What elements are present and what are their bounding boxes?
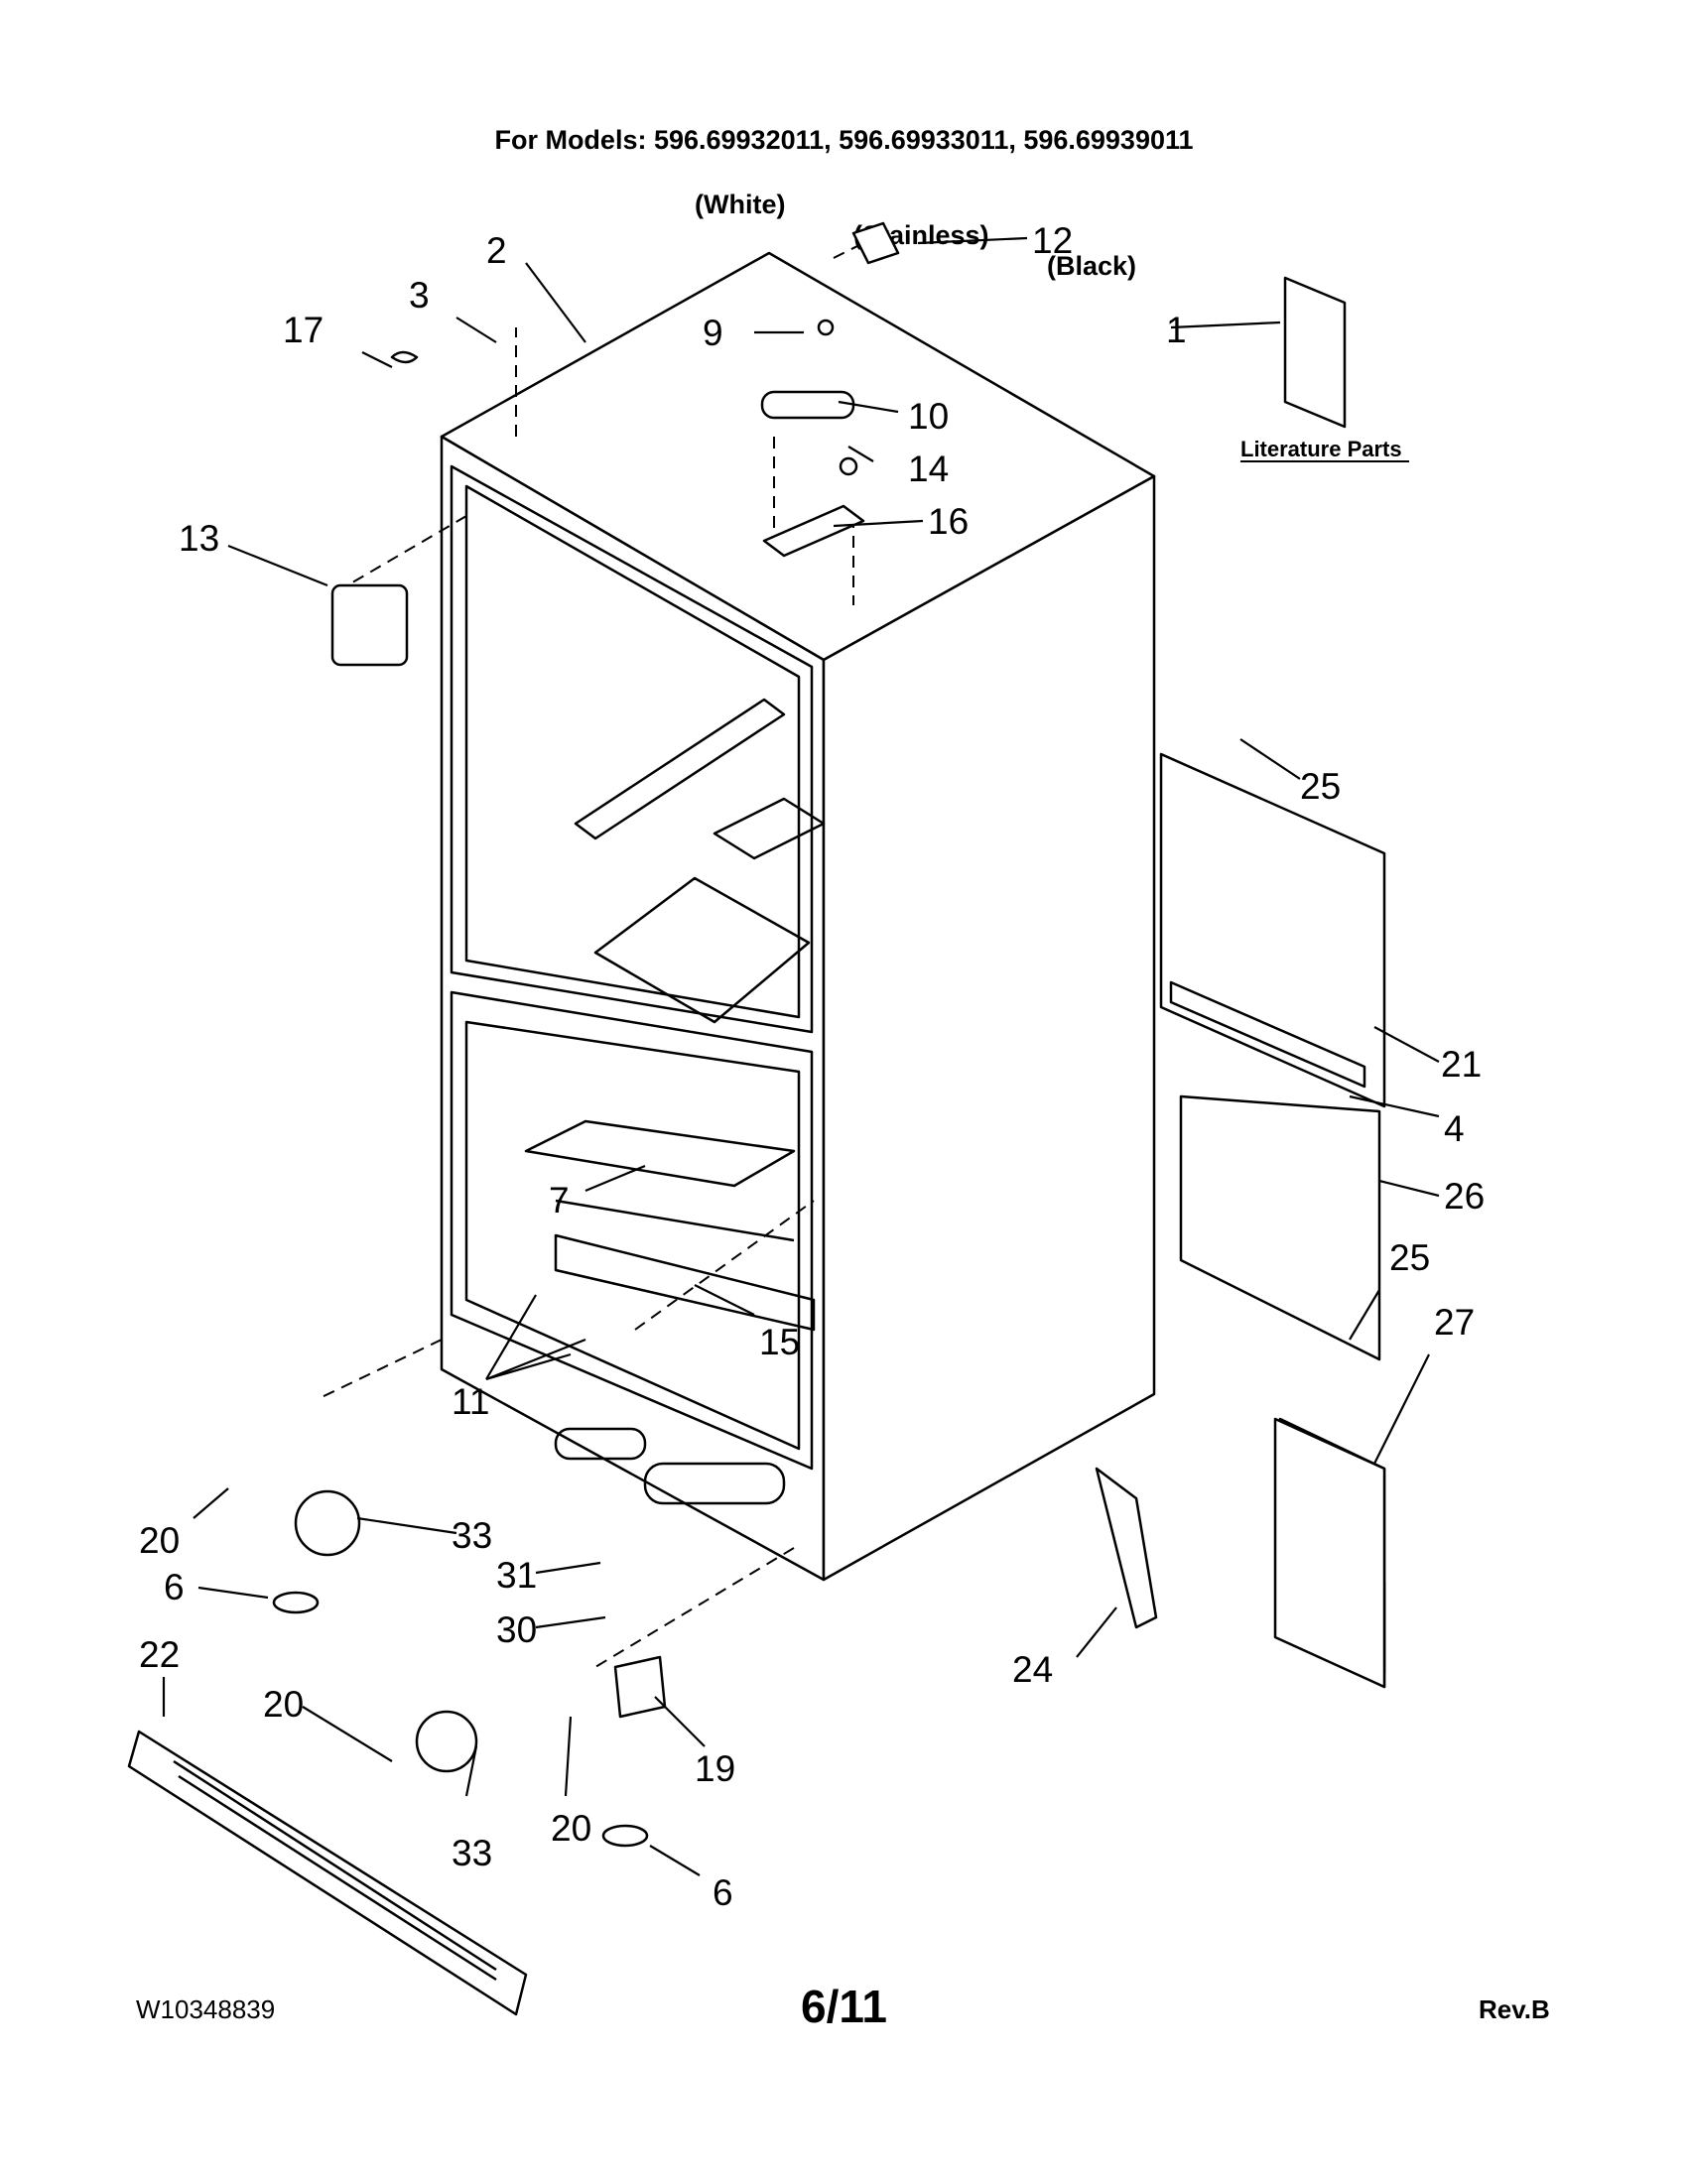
callout-33-a: 33 (452, 1515, 492, 1556)
color-white: (White) (695, 190, 786, 219)
callout-13: 13 (179, 518, 219, 559)
callout-1: 1 (1166, 310, 1187, 350)
callout-7: 7 (549, 1180, 570, 1220)
revision-label: Rev.B (1479, 1994, 1550, 2024)
callout-arrows (162, 236, 1440, 1876)
roller-assemblies (272, 1489, 667, 1848)
callout-14: 14 (908, 449, 949, 489)
small-parts (330, 221, 1347, 667)
rear-panels (1159, 752, 1386, 1689)
callout-2: 2 (486, 230, 507, 271)
callout-11: 11 (452, 1381, 489, 1422)
wrench-part (1095, 1467, 1158, 1629)
callout-20-c: 20 (551, 1808, 591, 1849)
callout-4: 4 (1444, 1108, 1465, 1149)
callout-16: 16 (928, 501, 969, 542)
callout-17: 17 (283, 310, 324, 350)
callout-10: 10 (908, 396, 949, 437)
toe-grille (127, 1730, 528, 2016)
callout-22: 22 (139, 1634, 180, 1675)
callout-3: 3 (409, 275, 430, 316)
color-black: (Black) (1047, 251, 1137, 281)
callout-15: 15 (759, 1322, 800, 1362)
callout-20-a: 20 (139, 1520, 180, 1561)
callout-26: 26 (1444, 1176, 1485, 1217)
callout-25-b: 25 (1389, 1237, 1430, 1278)
callout-25-a: 25 (1300, 766, 1341, 807)
callout-30: 30 (496, 1609, 537, 1650)
callout-19: 19 (695, 1748, 735, 1789)
callout-9: 9 (703, 313, 723, 353)
models-header: For Models: 596.69932011, 596.69933011, … (494, 125, 1194, 155)
document-number: W10348839 (136, 1994, 276, 2024)
callout-20-b: 20 (263, 1684, 304, 1725)
callout-21: 21 (1441, 1044, 1482, 1085)
callout-33-b: 33 (452, 1833, 492, 1873)
callout-labels: 1 2 3 4 6 6 7 9 10 11 12 13 14 15 16 17 … (139, 220, 1485, 1913)
callout-27: 27 (1434, 1302, 1475, 1343)
callout-6-b: 6 (713, 1872, 733, 1913)
callout-31: 31 (496, 1555, 537, 1596)
callout-6-a: 6 (164, 1567, 185, 1607)
page-number: 6/11 (801, 1981, 887, 2032)
callout-24: 24 (1012, 1649, 1053, 1690)
refrigerator-cabinet (440, 251, 1156, 1582)
literature-parts-label: Literature Parts (1240, 437, 1402, 461)
callout-12: 12 (1032, 220, 1073, 261)
